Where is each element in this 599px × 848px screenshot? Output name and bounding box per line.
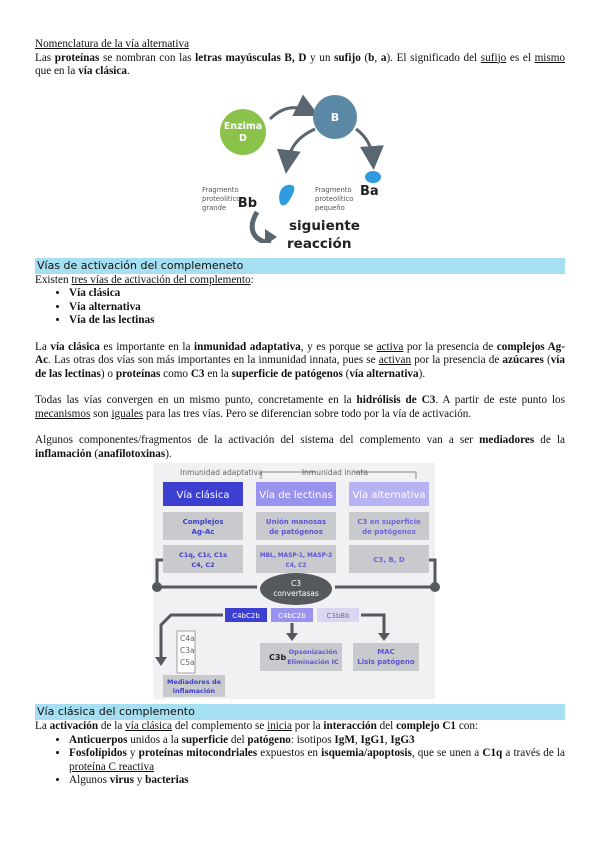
bb-label: Bb: [238, 196, 257, 211]
next-reaction-line1: siguiente: [289, 218, 360, 234]
svg-text:de patógenos: de patógenos: [362, 528, 416, 536]
svg-text:proteolítico: proteolítico: [202, 195, 240, 203]
to-mediators-arrow: [159, 613, 223, 659]
svg-text:Enzima: Enzima: [224, 121, 262, 132]
svg-text:C4, C2: C4, C2: [191, 561, 214, 569]
list-item: Vía clásica: [69, 287, 565, 301]
nomenclature-paragraph: Las proteínas se nombran con las letras …: [35, 51, 566, 78]
ba-fragment-shape: [365, 170, 381, 183]
svg-text:C3, B, D: C3, B, D: [373, 556, 405, 564]
list-item: Fosfolípidos y proteínas mitocondriales …: [69, 747, 565, 774]
convergence-paragraph: Todas las vías convergen en un mismo pun…: [35, 394, 566, 420]
small-fragment-caption: Fragmento proteolítico pequeño: [315, 186, 353, 212]
svg-text:pequeño: pequeño: [315, 204, 345, 212]
c3-convertase-node: C3 convertasas: [260, 573, 332, 605]
svg-text:de patógenos: de patógenos: [269, 528, 323, 536]
svg-text:Vía clásica: Vía clásica: [177, 489, 230, 501]
list-item: Vía alternativa: [69, 301, 565, 315]
column-classic: Vía clásica Complejos Ag-Ac C1q, C1r, C1…: [163, 482, 243, 573]
svg-text:MBL, MASP-1, MASP-2: MBL, MASP-1, MASP-2: [260, 553, 332, 559]
svg-text:C3b: C3b: [269, 653, 286, 662]
classic-pathway-paragraph: La vía clásica es importante en la inmun…: [35, 340, 565, 380]
svg-text:C3: C3: [291, 579, 301, 588]
svg-text:C3a: C3a: [180, 646, 195, 655]
svg-text:C3 en superficie: C3 en superficie: [357, 518, 421, 526]
mediators-box: Mediadores de inflamación: [163, 675, 225, 697]
svg-text:C4bC2b: C4bC2b: [278, 612, 306, 620]
large-fragment-caption: Fragmento proteolítico grande: [202, 186, 240, 212]
convertase-chips: C4bC2b C4bC2b C3bBb: [225, 608, 359, 622]
bb-fragment-shape: [279, 184, 295, 205]
svg-text:Fragmento: Fragmento: [202, 186, 239, 194]
svg-text:Vía alternativa: Vía alternativa: [352, 489, 425, 501]
opsonization-box: C3b Opsonización Eliminación IC: [260, 643, 342, 671]
svg-text:Lisis patógeno: Lisis patógeno: [357, 658, 415, 666]
b-to-ba-arrow: [355, 127, 384, 170]
svg-text:Complejos: Complejos: [183, 518, 224, 526]
svg-text:Vía de lectinas: Vía de lectinas: [259, 489, 332, 501]
svg-text:B: B: [331, 111, 339, 124]
enzyme-d-node: Enzima D: [220, 108, 266, 155]
document-page: Nomenclatura de la vía alternativa Las p…: [35, 38, 565, 788]
svg-text:Fragmento: Fragmento: [315, 186, 352, 194]
complement-pathways-diagram: Inmunidad adaptativa Inmunidad innata Ví…: [35, 463, 565, 699]
svg-text:C4bC2b: C4bC2b: [232, 612, 260, 620]
b-to-bb-arrow: [276, 127, 316, 174]
innate-immunity-label: Inmunidad innata: [302, 468, 368, 477]
list-item: Algunos virus y bacterias: [69, 774, 565, 788]
svg-text:C5a: C5a: [180, 658, 195, 667]
column-lectin: Vía de lectinas Unión manosas de patógen…: [256, 482, 336, 573]
c1-interaction-list: Anticuerpos unidos a la superficie del p…: [35, 734, 565, 788]
svg-text:inflamación: inflamación: [173, 687, 216, 695]
svg-text:D: D: [239, 133, 247, 144]
svg-text:convertasas: convertasas: [273, 589, 319, 598]
svg-text:C1q, C1r, C1s: C1q, C1r, C1s: [179, 551, 227, 559]
svg-text:grande: grande: [202, 204, 226, 212]
mediators-paragraph: Algunos componentes/fragmentos de la act…: [35, 434, 565, 460]
enzyme-to-b-arrow: [268, 94, 320, 120]
svg-text:Mediadores de: Mediadores de: [167, 678, 222, 686]
to-mac-arrow: [361, 613, 386, 635]
next-reaction-line2: reacción: [287, 235, 352, 252]
mac-box: MAC Lisis patógeno: [353, 643, 419, 671]
ba-label: Ba: [360, 184, 379, 199]
section-title-nomenclature: Nomenclatura de la vía alternativa: [35, 38, 190, 50]
svg-text:Unión manosas: Unión manosas: [266, 518, 326, 526]
svg-text:Opsonización: Opsonización: [289, 648, 338, 656]
svg-text:C4a: C4a: [180, 634, 195, 643]
svg-text:Ag-Ac: Ag-Ac: [192, 528, 215, 536]
adaptive-immunity-label: Inmunidad adaptativa: [180, 468, 263, 477]
nomenclature-diagram: Enzima D B Bb Ba Fragmento proteolítico …: [35, 79, 565, 251]
svg-text:Eliminación IC: Eliminación IC: [287, 658, 339, 666]
factor-b-node: B: [313, 94, 357, 139]
svg-text:C4, C2: C4, C2: [286, 563, 307, 569]
svg-text:proteolítico: proteolítico: [315, 195, 353, 203]
anaphylatoxin-scroll: C4a C3a C5a: [176, 630, 196, 674]
list-item: Anticuerpos unidos a la superficie del p…: [69, 734, 565, 748]
classic-activation-paragraph: La activación de la vía clásica del comp…: [35, 720, 479, 732]
section-heading-classic-pathway: Vía clásica del complemento: [35, 704, 565, 720]
svg-text:C3bBb: C3bBb: [326, 612, 350, 620]
column-alternative: Vía alternativa C3 en superficie de pató…: [349, 482, 429, 573]
pathways-intro: Existen tres vías de activación del comp…: [35, 273, 254, 286]
pathways-list: Vía clásica Vía alternativa Vía de las l…: [35, 287, 565, 328]
list-item: Vía de las lectinas: [69, 314, 565, 328]
section-heading-activation-pathways: Vías de activación del complemeneto: [35, 257, 565, 274]
svg-text:MAC: MAC: [377, 648, 395, 656]
